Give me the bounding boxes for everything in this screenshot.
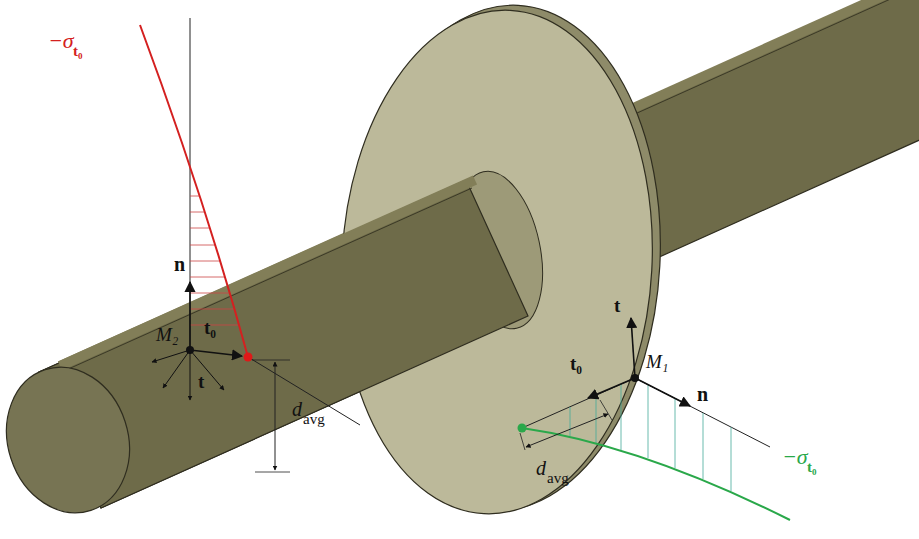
normal-vector-label: n (697, 384, 708, 404)
tangent-vector-label: t₀ (570, 354, 582, 373)
dimension-symbol: d (292, 399, 302, 419)
shaft-end-face (0, 351, 148, 529)
dimension-subscript: avg (547, 471, 569, 486)
point-label: M₂ (156, 325, 178, 344)
normal-vector-label: n (174, 254, 185, 274)
stress-symbol: −σ (48, 30, 74, 52)
shaft-highlight-near (60, 180, 475, 366)
stress-plot-red (140, 18, 360, 472)
stress-subscript: t₀ (807, 460, 817, 475)
tangent-vector-label: t (614, 296, 620, 315)
stress-subscript: t₀ (73, 44, 83, 59)
point-label: M₁ (646, 352, 668, 371)
dimension-symbol: d (536, 458, 546, 478)
vectors-m2 (152, 282, 242, 400)
tangent-vector-label: t₀ (204, 318, 216, 337)
dimension-subscript: avg (303, 412, 325, 427)
shaft-line-near (55, 188, 472, 375)
vectors-m1 (588, 318, 690, 406)
stress-plot-green (518, 378, 791, 520)
stress-symbol: −σ (782, 446, 808, 468)
tangent-vector-label: t (198, 372, 204, 391)
